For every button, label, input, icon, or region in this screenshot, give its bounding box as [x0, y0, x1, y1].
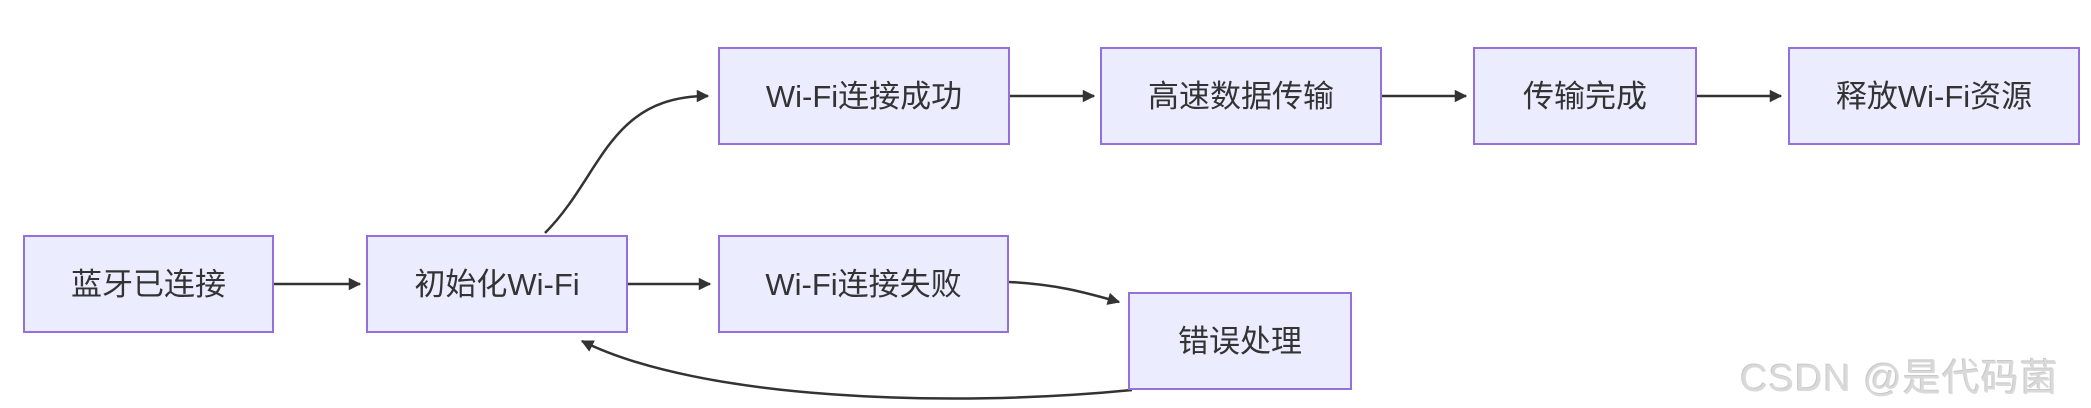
node-label: 释放Wi-Fi资源	[1835, 78, 2033, 114]
node-label: 传输完成	[1523, 78, 1647, 114]
node-label: 初始化Wi-Fi	[414, 266, 580, 302]
csdn-watermark: CSDN @是代码菌	[1740, 358, 2059, 400]
node-init-wifi: 初始化Wi-Fi	[366, 235, 628, 333]
node-bluetooth-connected: 蓝牙已连接	[23, 235, 274, 333]
node-wifi-connect-success: Wi-Fi连接成功	[718, 47, 1010, 145]
node-label: Wi-Fi连接失败	[765, 266, 962, 302]
node-label: Wi-Fi连接成功	[765, 78, 963, 114]
node-label: 高速数据传输	[1148, 78, 1334, 114]
edge-error-to-init	[580, 339, 1133, 400]
node-wifi-connect-fail: Wi-Fi连接失败	[718, 235, 1009, 333]
node-label: 错误处理	[1178, 323, 1302, 359]
node-label: 蓝牙已连接	[71, 266, 226, 302]
edge-fail-to-error	[1008, 280, 1121, 305]
edge-init-to-success	[544, 89, 710, 234]
node-release-wifi-resources: 释放Wi-Fi资源	[1788, 47, 2080, 145]
node-transfer-complete: 传输完成	[1473, 47, 1697, 145]
node-highspeed-data-transfer: 高速数据传输	[1100, 47, 1382, 145]
node-error-handling: 错误处理	[1128, 292, 1352, 390]
